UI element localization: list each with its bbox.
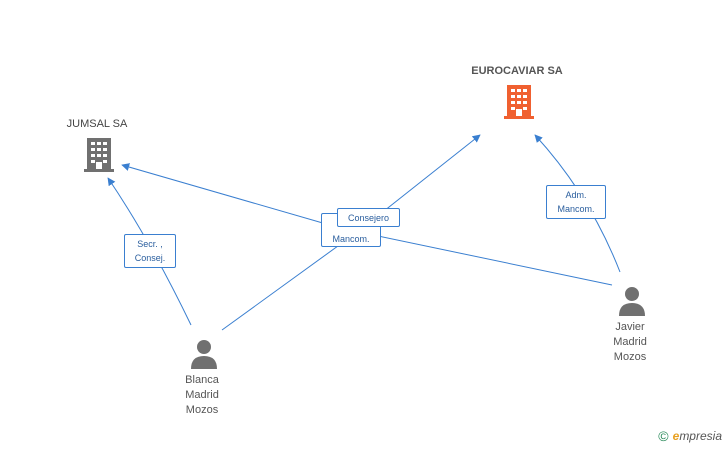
- building-icon[interactable]: [84, 138, 114, 172]
- person-name-blanca[interactable]: Blanca Madrid Mozos: [185, 374, 219, 416]
- relation-label-javier-eurocaviar[interactable]: Adm. Mancom.: [546, 185, 606, 219]
- person-icon[interactable]: [190, 339, 218, 369]
- brand-logo: empresia: [672, 429, 722, 443]
- copyright-symbol: ©: [658, 428, 669, 444]
- relation-label-blanca-jumsal[interactable]: Secr. , Consej.: [124, 234, 176, 268]
- person-name-javier[interactable]: Javier Madrid Mozos: [613, 321, 647, 363]
- empresia-watermark: © empresia: [658, 428, 722, 444]
- building-icon[interactable]: [504, 85, 534, 119]
- person-icon[interactable]: [618, 286, 646, 316]
- company-name-eurocaviar[interactable]: EUROCAVIAR SA: [471, 65, 563, 77]
- company-name-jumsal[interactable]: JUMSAL SA: [66, 118, 128, 130]
- relation-label-blanca-eurocaviar[interactable]: Consejero: [337, 208, 400, 227]
